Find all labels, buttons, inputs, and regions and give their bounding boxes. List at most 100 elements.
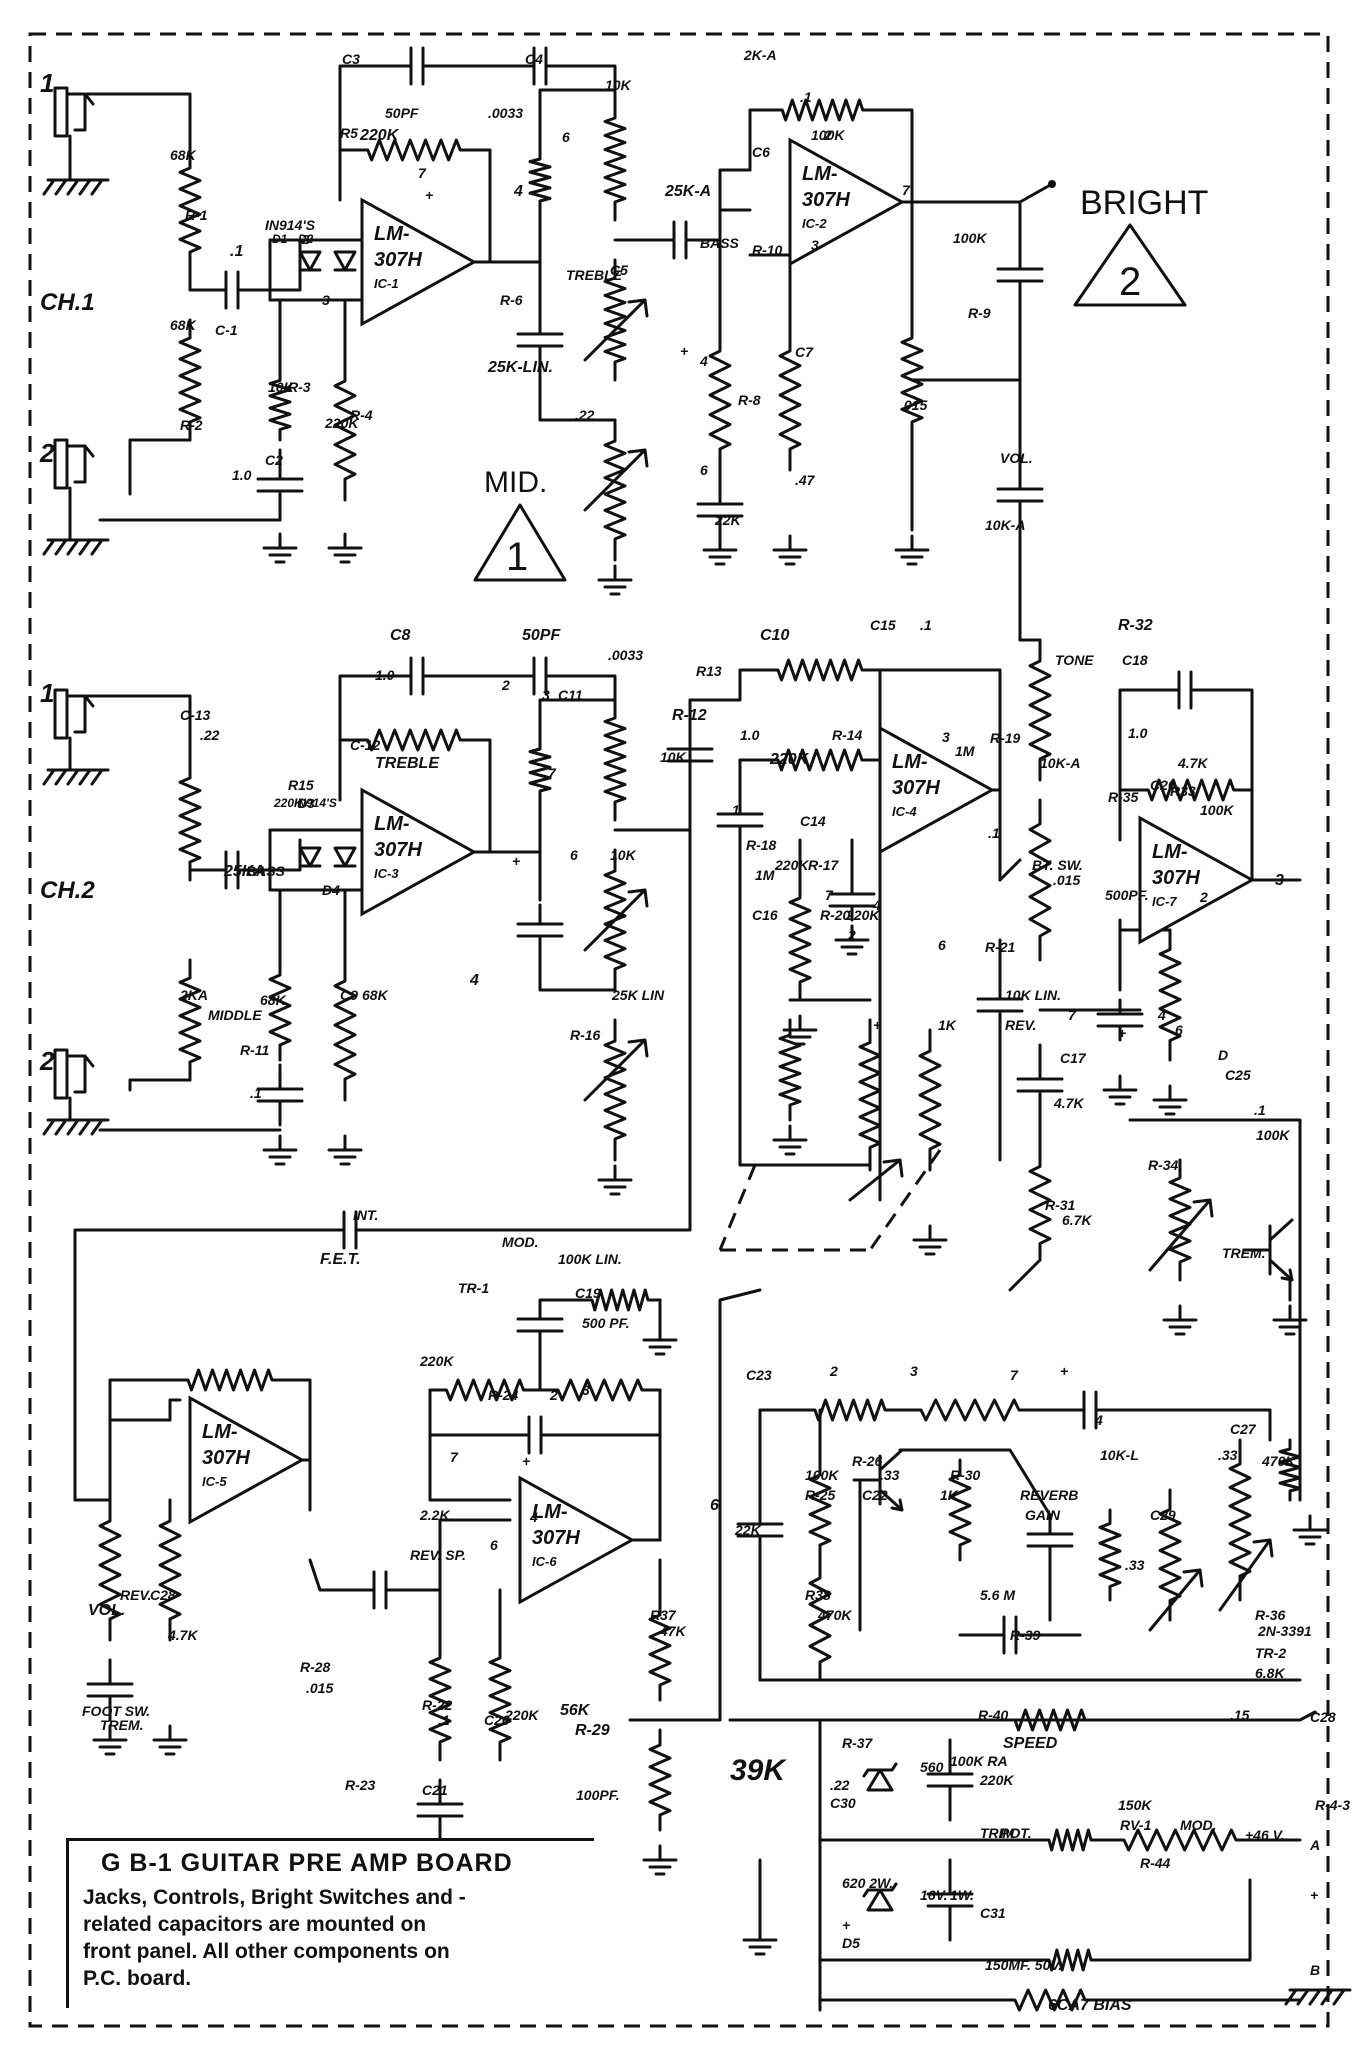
capacitor: [256, 448, 304, 522]
transistor: [852, 1448, 904, 1512]
component-label: C21: [422, 1782, 448, 1798]
capacitor: [926, 1738, 974, 1822]
caption-box: G B-1 GUITAR PRE AMP BOARD Jacks, Contro…: [66, 1838, 594, 2008]
op-amp-label: IC-3: [374, 866, 399, 881]
component-label: 1.0: [375, 667, 395, 683]
component-label: 2: [847, 927, 856, 943]
ground-symbol: [1102, 1074, 1138, 1106]
component-label: 2: [39, 438, 55, 468]
resistor: [333, 358, 357, 502]
component-label: R-21: [985, 939, 1016, 955]
resistor: [488, 1638, 512, 1762]
component-label: 50PF: [522, 627, 561, 644]
component-label: 7: [548, 765, 557, 781]
capacitor: [86, 1658, 134, 1722]
wire: [472, 148, 492, 264]
component-label: C11: [558, 687, 583, 703]
resistor: [1098, 1508, 1122, 1602]
input-jack: [53, 688, 95, 740]
component-label: 6.8K: [1255, 1665, 1285, 1681]
capacitor: [1016, 1043, 1064, 1127]
component-label: 2: [1199, 889, 1208, 905]
resistor: [158, 1498, 182, 1642]
component-label: C14: [800, 813, 826, 829]
component-label: 2: [301, 232, 310, 247]
component-label: C10: [760, 627, 789, 644]
marker-number: 2: [1119, 260, 1141, 304]
component-label: +: [425, 187, 433, 203]
component-label: R-31: [1045, 1197, 1076, 1213]
resistor: [998, 1708, 1102, 1732]
component-label: 220K: [504, 1707, 539, 1723]
component-label: C26: [1150, 777, 1176, 793]
chassis-ground: [42, 538, 110, 556]
ground-symbol: [834, 924, 870, 956]
marker-number: 1: [506, 535, 528, 579]
component-label: 25K-LIN.: [487, 359, 553, 376]
component-label: 4.7K: [1177, 755, 1208, 771]
resistor: [178, 758, 202, 882]
resistor: [1028, 798, 1052, 962]
component-label: 6: [938, 937, 946, 953]
wire: [168, 1398, 182, 1422]
variable-arrow: [583, 888, 649, 952]
resistor: [998, 1988, 1102, 2012]
component-label: 220K: [769, 751, 810, 768]
component-label: 25K LIN: [611, 987, 665, 1003]
component-label: TREM.: [100, 1717, 144, 1733]
component-label: .0033: [608, 647, 643, 663]
component-label: .1: [438, 1712, 450, 1728]
variable-arrow: [1148, 1568, 1204, 1632]
ground-symbol: [262, 1134, 298, 1166]
caption-title: G B-1 GUITAR PRE AMP BOARD: [101, 1849, 513, 1877]
wire: [878, 108, 914, 204]
component-label: +46 V.: [1245, 1827, 1285, 1843]
component-label: 500PF.: [1105, 887, 1149, 903]
component-label: C6: [752, 144, 770, 160]
component-label: 150MF. 50V.: [985, 1957, 1062, 1973]
wire: [698, 168, 752, 242]
wire: [748, 108, 767, 172]
component-label: C29: [1150, 1507, 1176, 1523]
component-label: 6: [710, 1497, 719, 1514]
component-label: C4: [525, 51, 543, 67]
resistor: [603, 258, 627, 382]
wire: [85, 92, 192, 152]
component-label: 4.7K: [167, 1627, 198, 1643]
component-label: 220K: [359, 127, 400, 144]
component-label: R-44: [1140, 1855, 1171, 1871]
resistor: [1128, 778, 1254, 802]
component-label: 4.7K: [1053, 1095, 1084, 1111]
component-label: 2N-3391: [1257, 1623, 1312, 1639]
wire: [73, 1228, 332, 1502]
component-label: 2KA: [179, 987, 208, 1003]
caption-note-line-3: front panel. All other components on: [83, 1940, 450, 1963]
component-label: R15: [288, 777, 314, 793]
component-label: C-13: [180, 707, 211, 723]
wire: [288, 1378, 312, 1462]
component-label: 1M: [755, 867, 775, 883]
component-label: 22K: [714, 512, 742, 528]
capacitor: [996, 258, 1044, 292]
component-label: R-37: [842, 1735, 874, 1751]
component-label: .33: [1125, 1557, 1145, 1573]
component-label: +: [1118, 1025, 1126, 1041]
component-label: C9: [340, 987, 358, 1003]
component-label: 10K-A: [1040, 755, 1080, 771]
capacitor: [208, 270, 256, 310]
op-amp-body: [360, 197, 478, 327]
capacitor: [716, 798, 764, 842]
component-label: TREM.: [1222, 1245, 1266, 1261]
component-label: VOL.: [1000, 450, 1033, 466]
component-label: 68K: [362, 987, 389, 1003]
component-label: R-4-3: [1315, 1797, 1350, 1813]
component-label: BASS: [246, 863, 286, 879]
component-label: R-30: [950, 1467, 981, 1483]
wire: [128, 438, 192, 496]
component-label: 150K: [1118, 1797, 1152, 1813]
component-label: R-8: [738, 392, 761, 408]
component-label: TR-2: [1255, 1645, 1286, 1661]
